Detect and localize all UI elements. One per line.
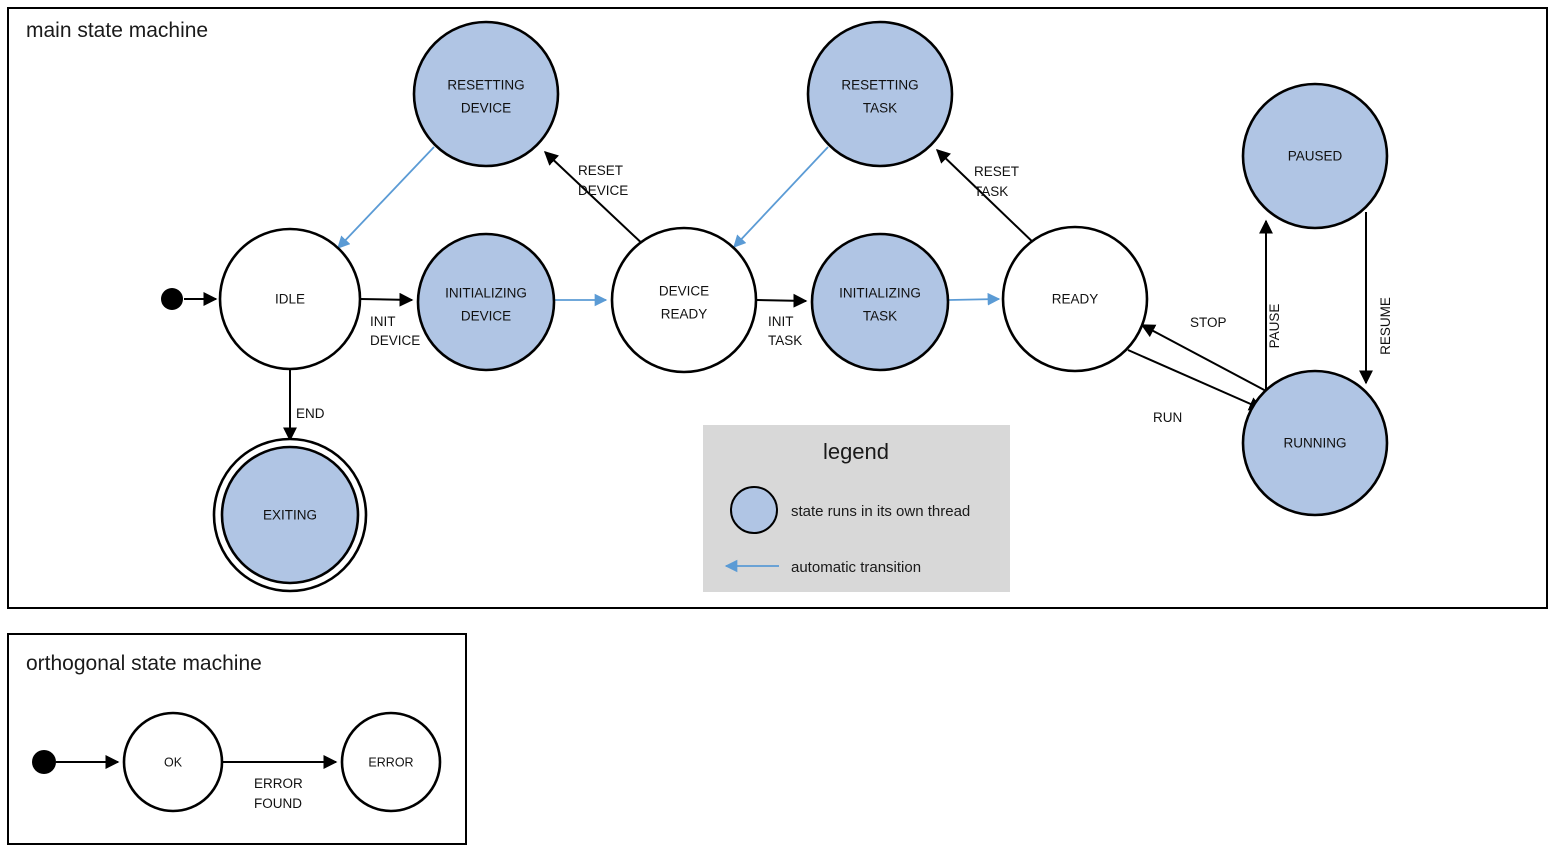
main-frame-title: main state machine xyxy=(26,19,208,42)
orthogonal-frame-border xyxy=(7,633,467,845)
edge-label-init-task-line-1: INIT xyxy=(768,314,794,329)
state-initializing-task-shape[interactable] xyxy=(810,232,950,372)
edge-label-init-task-line-2: TASK xyxy=(768,333,802,348)
main-states: RESETTING DEVICE RESETTING TASK PAUSED I… xyxy=(161,20,1389,593)
state-device-ready[interactable]: DEVICE READY xyxy=(610,226,758,374)
state-resetting-task-label-line-2: TASK xyxy=(863,101,897,116)
orthogonal-initial-pseudostate-dot xyxy=(32,750,56,774)
orthogonal-state-machine-frame: orthogonal state machine xyxy=(7,633,467,845)
main-edge-labels: INIT DEVICE END RESET DEVICE INIT TASK R… xyxy=(296,163,1393,425)
state-paused-label: PAUSED xyxy=(1288,149,1343,164)
state-idle[interactable]: IDLE xyxy=(218,227,362,371)
edge-label-reset-task-line-2: TASK xyxy=(974,184,1008,199)
edge-idle-to-initializing-device xyxy=(359,292,414,307)
edge-ready-to-running xyxy=(1127,349,1264,411)
state-resetting-device[interactable]: RESETTING DEVICE xyxy=(412,20,560,168)
state-device-ready-label-line-1: DEVICE xyxy=(659,284,709,299)
state-running-label: RUNNING xyxy=(1284,436,1347,451)
legend-title: legend xyxy=(823,439,889,464)
state-device-ready-label-line-2: READY xyxy=(661,307,708,322)
edge-ready-to-resetting-task xyxy=(935,149,1040,249)
state-initializing-device-shape[interactable] xyxy=(416,232,556,372)
state-initializing-task-label-line-2: TASK xyxy=(863,309,897,324)
state-exiting[interactable]: EXITING xyxy=(212,437,368,593)
state-initializing-device-label-line-2: DEVICE xyxy=(461,309,511,324)
edge-resetting-device-to-idle xyxy=(337,146,435,249)
state-exiting-shape[interactable] xyxy=(220,445,360,585)
state-running[interactable]: RUNNING xyxy=(1241,369,1389,517)
state-initializing-task-label-line-1: INITIALIZING xyxy=(839,286,921,301)
legend-item-automatic-transition-label: automatic transition xyxy=(791,559,921,576)
state-running-shape[interactable] xyxy=(1241,369,1389,517)
state-ready-shape[interactable] xyxy=(1001,225,1149,373)
state-initializing-device[interactable]: INITIALIZING DEVICE xyxy=(416,232,556,372)
edge-label-reset-device-line-1: RESET xyxy=(578,163,623,178)
edge-label-init-device-line-1: INIT xyxy=(370,314,396,329)
main-frame-border xyxy=(7,7,1548,609)
edge-label-reset-device-line-2: DEVICE xyxy=(578,183,628,198)
edge-initializing-task-to-ready xyxy=(948,292,1001,306)
edge-device-ready-to-initializing-task xyxy=(756,293,808,308)
edge-running-to-ready xyxy=(1140,324,1269,393)
state-device-ready-shape[interactable] xyxy=(610,226,758,374)
orthogonal-edge-labels: ERROR FOUND xyxy=(254,776,303,811)
orthogonal-states: OK ERROR xyxy=(32,711,442,813)
state-ready-label: READY xyxy=(1052,292,1099,307)
state-initializing-task[interactable]: INITIALIZING TASK xyxy=(810,232,950,372)
state-resetting-task-shape[interactable] xyxy=(806,20,954,168)
state-ready[interactable]: READY xyxy=(1001,225,1149,373)
legend-threaded-state-icon xyxy=(730,486,778,534)
edge-label-init-device-line-2: DEVICE xyxy=(370,333,420,348)
edge-label-end: END xyxy=(296,406,325,421)
edge-label-run: RUN xyxy=(1153,410,1182,425)
edge-label-reset-task-line-1: RESET xyxy=(974,164,1019,179)
state-error-shape[interactable] xyxy=(340,711,442,813)
legend: legend state runs in its own thread auto… xyxy=(703,425,1010,592)
main-transitions xyxy=(184,146,1373,442)
state-paused[interactable]: PAUSED xyxy=(1241,82,1389,230)
edge-resetting-task-to-device-ready xyxy=(733,146,829,248)
state-idle-label: IDLE xyxy=(275,292,305,307)
edge-label-error-found-line-1: ERROR xyxy=(254,776,303,791)
state-resetting-device-label-line-2: DEVICE xyxy=(461,101,511,116)
orthogonal-frame-title: orthogonal state machine xyxy=(26,652,262,675)
state-error[interactable]: ERROR xyxy=(340,711,442,813)
state-paused-shape[interactable] xyxy=(1241,82,1389,230)
state-resetting-task-label-line-1: RESETTING xyxy=(841,78,918,93)
state-resetting-device-shape[interactable] xyxy=(412,20,560,168)
state-ok[interactable]: OK xyxy=(122,711,224,813)
edge-label-resume: RESUME xyxy=(1378,297,1393,355)
state-idle-shape[interactable] xyxy=(218,227,362,371)
edge-label-stop: STOP xyxy=(1190,315,1227,330)
legend-item-threaded-state-label: state runs in its own thread xyxy=(791,503,970,520)
state-resetting-task[interactable]: RESETTING TASK xyxy=(806,20,954,168)
state-resetting-device-label-line-1: RESETTING xyxy=(447,78,524,93)
state-error-label: ERROR xyxy=(368,755,413,769)
state-ok-label: OK xyxy=(164,755,183,769)
main-state-machine-frame: main state machine xyxy=(7,7,1548,609)
edge-device-ready-to-resetting-device xyxy=(543,151,649,250)
initial-pseudostate-dot xyxy=(161,288,183,310)
edge-label-pause: PAUSE xyxy=(1267,304,1282,349)
state-exiting-label: EXITING xyxy=(263,508,317,523)
state-ok-shape[interactable] xyxy=(122,711,224,813)
edge-label-error-found-line-2: FOUND xyxy=(254,796,302,811)
state-initializing-device-label-line-1: INITIALIZING xyxy=(445,286,527,301)
